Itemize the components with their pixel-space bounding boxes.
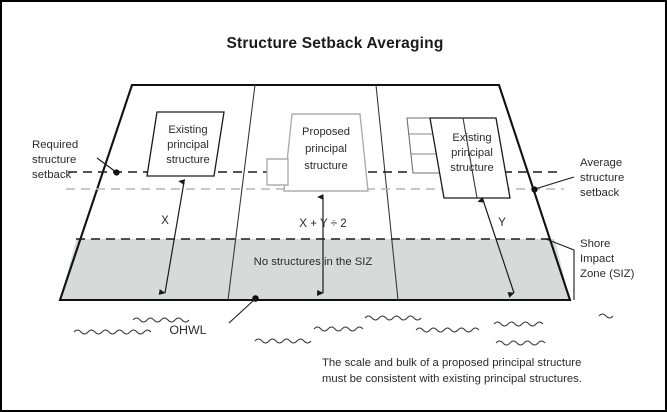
wave-9 <box>598 313 614 319</box>
caption-line-2: must be consistent with existing princip… <box>322 373 582 385</box>
structure-proposed-center: Proposed principal structure <box>266 113 369 192</box>
siz-zone-label: No structures in the SIZ <box>254 256 373 268</box>
wave-3 <box>254 338 312 344</box>
wave-4 <box>313 326 364 332</box>
required-setback-line3: setback <box>32 169 72 181</box>
caption-line-1: The scale and bulk of a proposed princip… <box>322 357 581 369</box>
structure-existing-left: Existing principal structure <box>146 111 225 177</box>
dimension-xy-label: X + Y ÷ 2 <box>299 217 347 230</box>
structure-existing-left-line3: structure <box>166 154 210 166</box>
annotation-required-setback: Required structure setback <box>32 139 120 181</box>
required-setback-leader <box>96 157 117 173</box>
structure-proposed-center-line1: Proposed <box>302 126 350 138</box>
dimension-y-arrow <box>477 196 515 298</box>
siz-bracket <box>545 238 575 300</box>
wave-2 <box>132 317 190 323</box>
parcel-divider-1 <box>227 84 256 301</box>
water-waves <box>73 313 614 346</box>
dimension-x-arrow <box>158 179 186 295</box>
annotation-average-setback: Average structure setback <box>531 157 624 199</box>
average-setback-leader <box>534 176 575 190</box>
structure-existing-right: Existing principal structure <box>406 117 511 199</box>
average-setback-line2: structure <box>580 172 624 184</box>
wave-8 <box>495 340 546 346</box>
ohwl-leader <box>228 299 255 324</box>
lot-parcel-group <box>58 83 572 302</box>
average-setback-line3: setback <box>580 187 620 199</box>
required-setback-line2: structure <box>32 154 76 166</box>
structure-existing-left-line1: Existing <box>168 124 207 136</box>
structure-existing-left-shape <box>146 111 225 177</box>
wave-5 <box>364 315 422 321</box>
dimension-y: Y <box>477 196 515 298</box>
figure-caption: The scale and bulk of a proposed princip… <box>322 357 582 385</box>
structure-proposed-center-wing <box>266 158 289 186</box>
wave-6 <box>415 327 480 333</box>
page-title: Structure Setback Averaging <box>226 35 443 52</box>
dimension-x: X <box>158 179 186 295</box>
structure-proposed-center-line2: principal <box>305 143 347 155</box>
average-setback-leader-dot <box>531 186 538 193</box>
dimension-x-label: X <box>161 214 169 227</box>
structure-existing-right-line2: principal <box>451 147 493 159</box>
dimension-y-label: Y <box>498 216 506 229</box>
parcel-divider-2 <box>375 84 399 301</box>
wave-7 <box>493 321 544 327</box>
structure-proposed-center-line3: structure <box>304 160 348 172</box>
required-setback-line1: Required <box>32 139 78 151</box>
structure-existing-right-divider <box>462 117 478 199</box>
annotation-ohwl: OHWL <box>169 295 259 337</box>
structure-existing-right-line3: structure <box>450 162 494 174</box>
average-setback-line1: Average <box>580 157 622 169</box>
siz-label-line3: Zone (SIZ) <box>580 268 635 280</box>
annotation-shore-impact-zone: Shore Impact Zone (SIZ) <box>545 238 635 300</box>
structure-existing-right-line1: Existing <box>452 132 491 144</box>
ohwl-label: OHWL <box>169 323 206 337</box>
shore-impact-zone-fill <box>60 239 570 300</box>
siz-label-line1: Shore <box>580 238 610 250</box>
structure-existing-left-line2: principal <box>167 139 209 151</box>
required-setback-leader-dot <box>113 169 120 176</box>
wave-1 <box>73 329 152 335</box>
siz-label-line2: Impact <box>580 253 615 265</box>
dimension-xy: X + Y ÷ 2 <box>299 194 347 296</box>
